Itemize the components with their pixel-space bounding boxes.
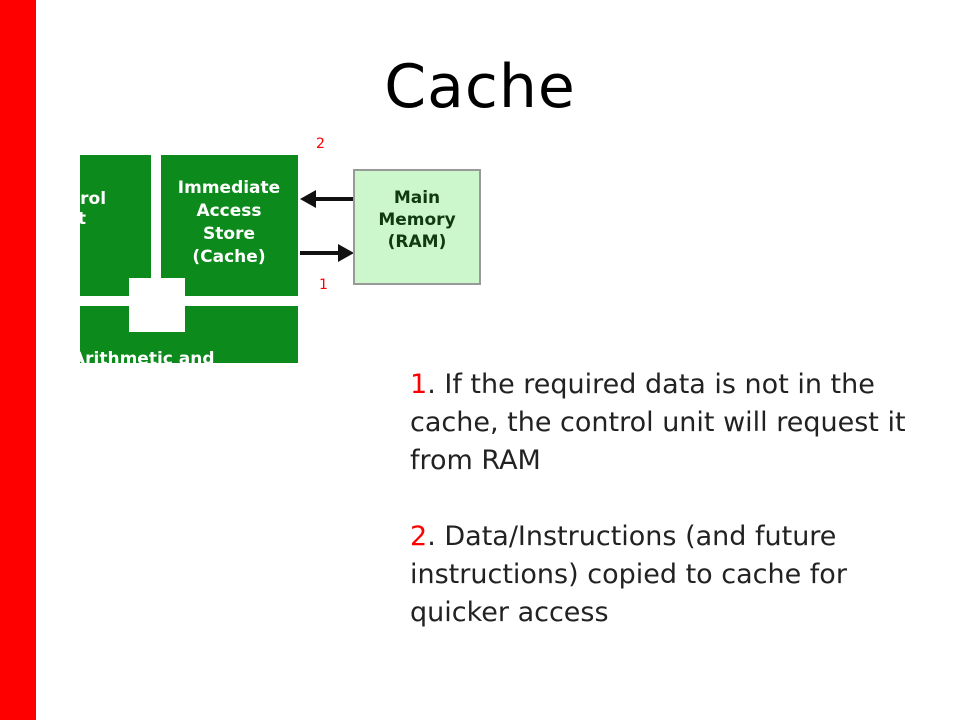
explanation-text: 1. If the required data is not in the ca… [410,366,910,670]
data-flow-arrows [300,190,354,262]
note-2-text: . Data/Instructions (and future instruct… [410,521,847,628]
note-2: 2. Data/Instructions (and future instruc… [410,518,910,632]
main-memory-label: Main Memory (RAM) [378,188,456,252]
arrow-label-1: 1 [319,277,328,293]
cpu-divider-vertical [151,155,161,305]
cache-diagram: trol it Immediate Access Store (Cache) A… [80,155,490,370]
control-unit-label: trol it [80,189,107,229]
note-1: 1. If the required data is not in the ca… [410,366,910,480]
arrow-cache-to-ram [300,244,354,262]
main-memory-block: Main Memory (RAM) [353,169,481,285]
cpu-block: trol it Immediate Access Store (Cache) A… [80,155,298,363]
cpu-connector-square [129,278,185,332]
arrow-label-2: 2 [316,136,325,152]
slide-title: Cache [384,52,576,122]
alu-label: Arithmetic and [80,349,215,363]
slide-accent-bar [0,0,36,720]
arrow-ram-to-cache [300,190,354,208]
note-1-number: 1 [410,369,428,400]
immediate-access-store-label: Immediate Access Store (Cache) [177,178,281,267]
note-1-text: . If the required data is not in the cac… [410,369,906,476]
cpu-divider-horizontal [80,296,298,306]
note-2-number: 2 [410,521,428,552]
